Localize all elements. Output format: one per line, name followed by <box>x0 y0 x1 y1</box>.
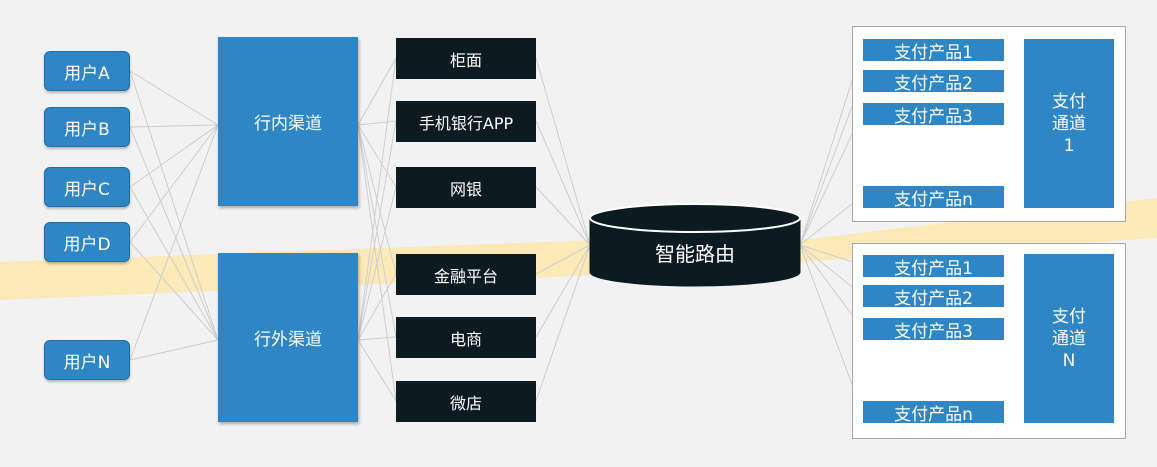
payment-product-item: 支付产品n <box>863 401 1004 425</box>
connector-line <box>799 244 863 329</box>
connector-line <box>535 57 591 246</box>
connector-lines <box>129 48 863 412</box>
terminal-finance-platform: 金融平台 <box>396 254 536 295</box>
connector-line <box>129 124 219 243</box>
payment-product-item: 支付产品1 <box>863 255 1004 279</box>
router-cylinder <box>589 203 801 287</box>
terminal-micro-store: 微店 <box>396 381 536 422</box>
connector-line <box>129 186 219 341</box>
connector-line <box>799 244 863 266</box>
payment-channel-box: 支付 通道 N <box>1024 254 1114 423</box>
payment-product-item: 支付产品n <box>863 186 1004 210</box>
payment-channel-label: 通道 <box>1052 328 1086 349</box>
connector-line <box>129 124 219 188</box>
connector-line <box>129 70 219 341</box>
connector-line <box>799 195 863 246</box>
connector-line <box>129 124 219 128</box>
payment-product-item: 支付产品1 <box>863 39 1004 63</box>
connector-line <box>357 57 397 126</box>
user-node-a: 用户A <box>44 51 130 91</box>
payment-product-item: 支付产品3 <box>863 318 1004 342</box>
payment-channel-box: 支付 通道 1 <box>1024 39 1114 208</box>
connector-line <box>535 186 591 246</box>
channel-internal: 行内渠道 <box>218 37 358 206</box>
connector-line <box>535 244 591 338</box>
terminal-mobile-app: 手机银行APP <box>396 101 536 142</box>
connector-line <box>799 79 863 246</box>
payment-channel-label: 支付 <box>1052 91 1086 112</box>
connector-line <box>357 336 397 341</box>
terminal-ecommerce: 电商 <box>396 317 536 358</box>
payment-channel-label: N <box>1062 350 1076 371</box>
payment-group-n: 支付产品1 支付产品2 支付产品3 支付产品n 支付 通道 N <box>852 243 1126 439</box>
connector-line <box>129 70 219 126</box>
connector-line <box>357 124 397 275</box>
connector-line <box>535 244 591 275</box>
user-node-b: 用户B <box>44 107 130 147</box>
connector-line <box>357 124 397 338</box>
terminal-counter: 柜面 <box>396 38 536 79</box>
payment-product-item: 支付产品3 <box>863 103 1004 127</box>
user-node-c: 用户C <box>44 167 130 207</box>
connector-line <box>799 112 863 246</box>
user-node-n: 用户N <box>44 340 130 380</box>
connector-line <box>357 124 397 402</box>
connector-line <box>357 120 397 126</box>
terminal-online-banking: 网银 <box>396 167 536 208</box>
router-label: 智能路由 <box>655 241 735 266</box>
user-node-d: 用户D <box>44 222 130 262</box>
connector-line <box>799 244 863 296</box>
payment-product-item: 支付产品2 <box>863 285 1004 309</box>
connector-line <box>129 124 219 361</box>
connector-line <box>799 48 863 246</box>
connector-line <box>357 124 397 188</box>
connector-line <box>357 273 397 341</box>
payment-product-item: 支付产品2 <box>863 70 1004 94</box>
connector-line <box>535 120 591 246</box>
payment-channel-label: 通道 <box>1052 113 1086 134</box>
connector-line <box>129 241 219 341</box>
payment-group-1: 支付产品1 支付产品2 支付产品3 支付产品n 支付 通道 1 <box>852 26 1126 222</box>
connector-line <box>129 339 219 361</box>
connector-line <box>357 339 397 402</box>
payment-channel-label: 支付 <box>1052 306 1086 327</box>
channel-external: 行外渠道 <box>218 253 358 422</box>
payment-channel-label: 1 <box>1063 135 1075 156</box>
connector-line <box>799 244 863 412</box>
connector-line <box>535 244 591 402</box>
connector-line <box>129 126 219 341</box>
